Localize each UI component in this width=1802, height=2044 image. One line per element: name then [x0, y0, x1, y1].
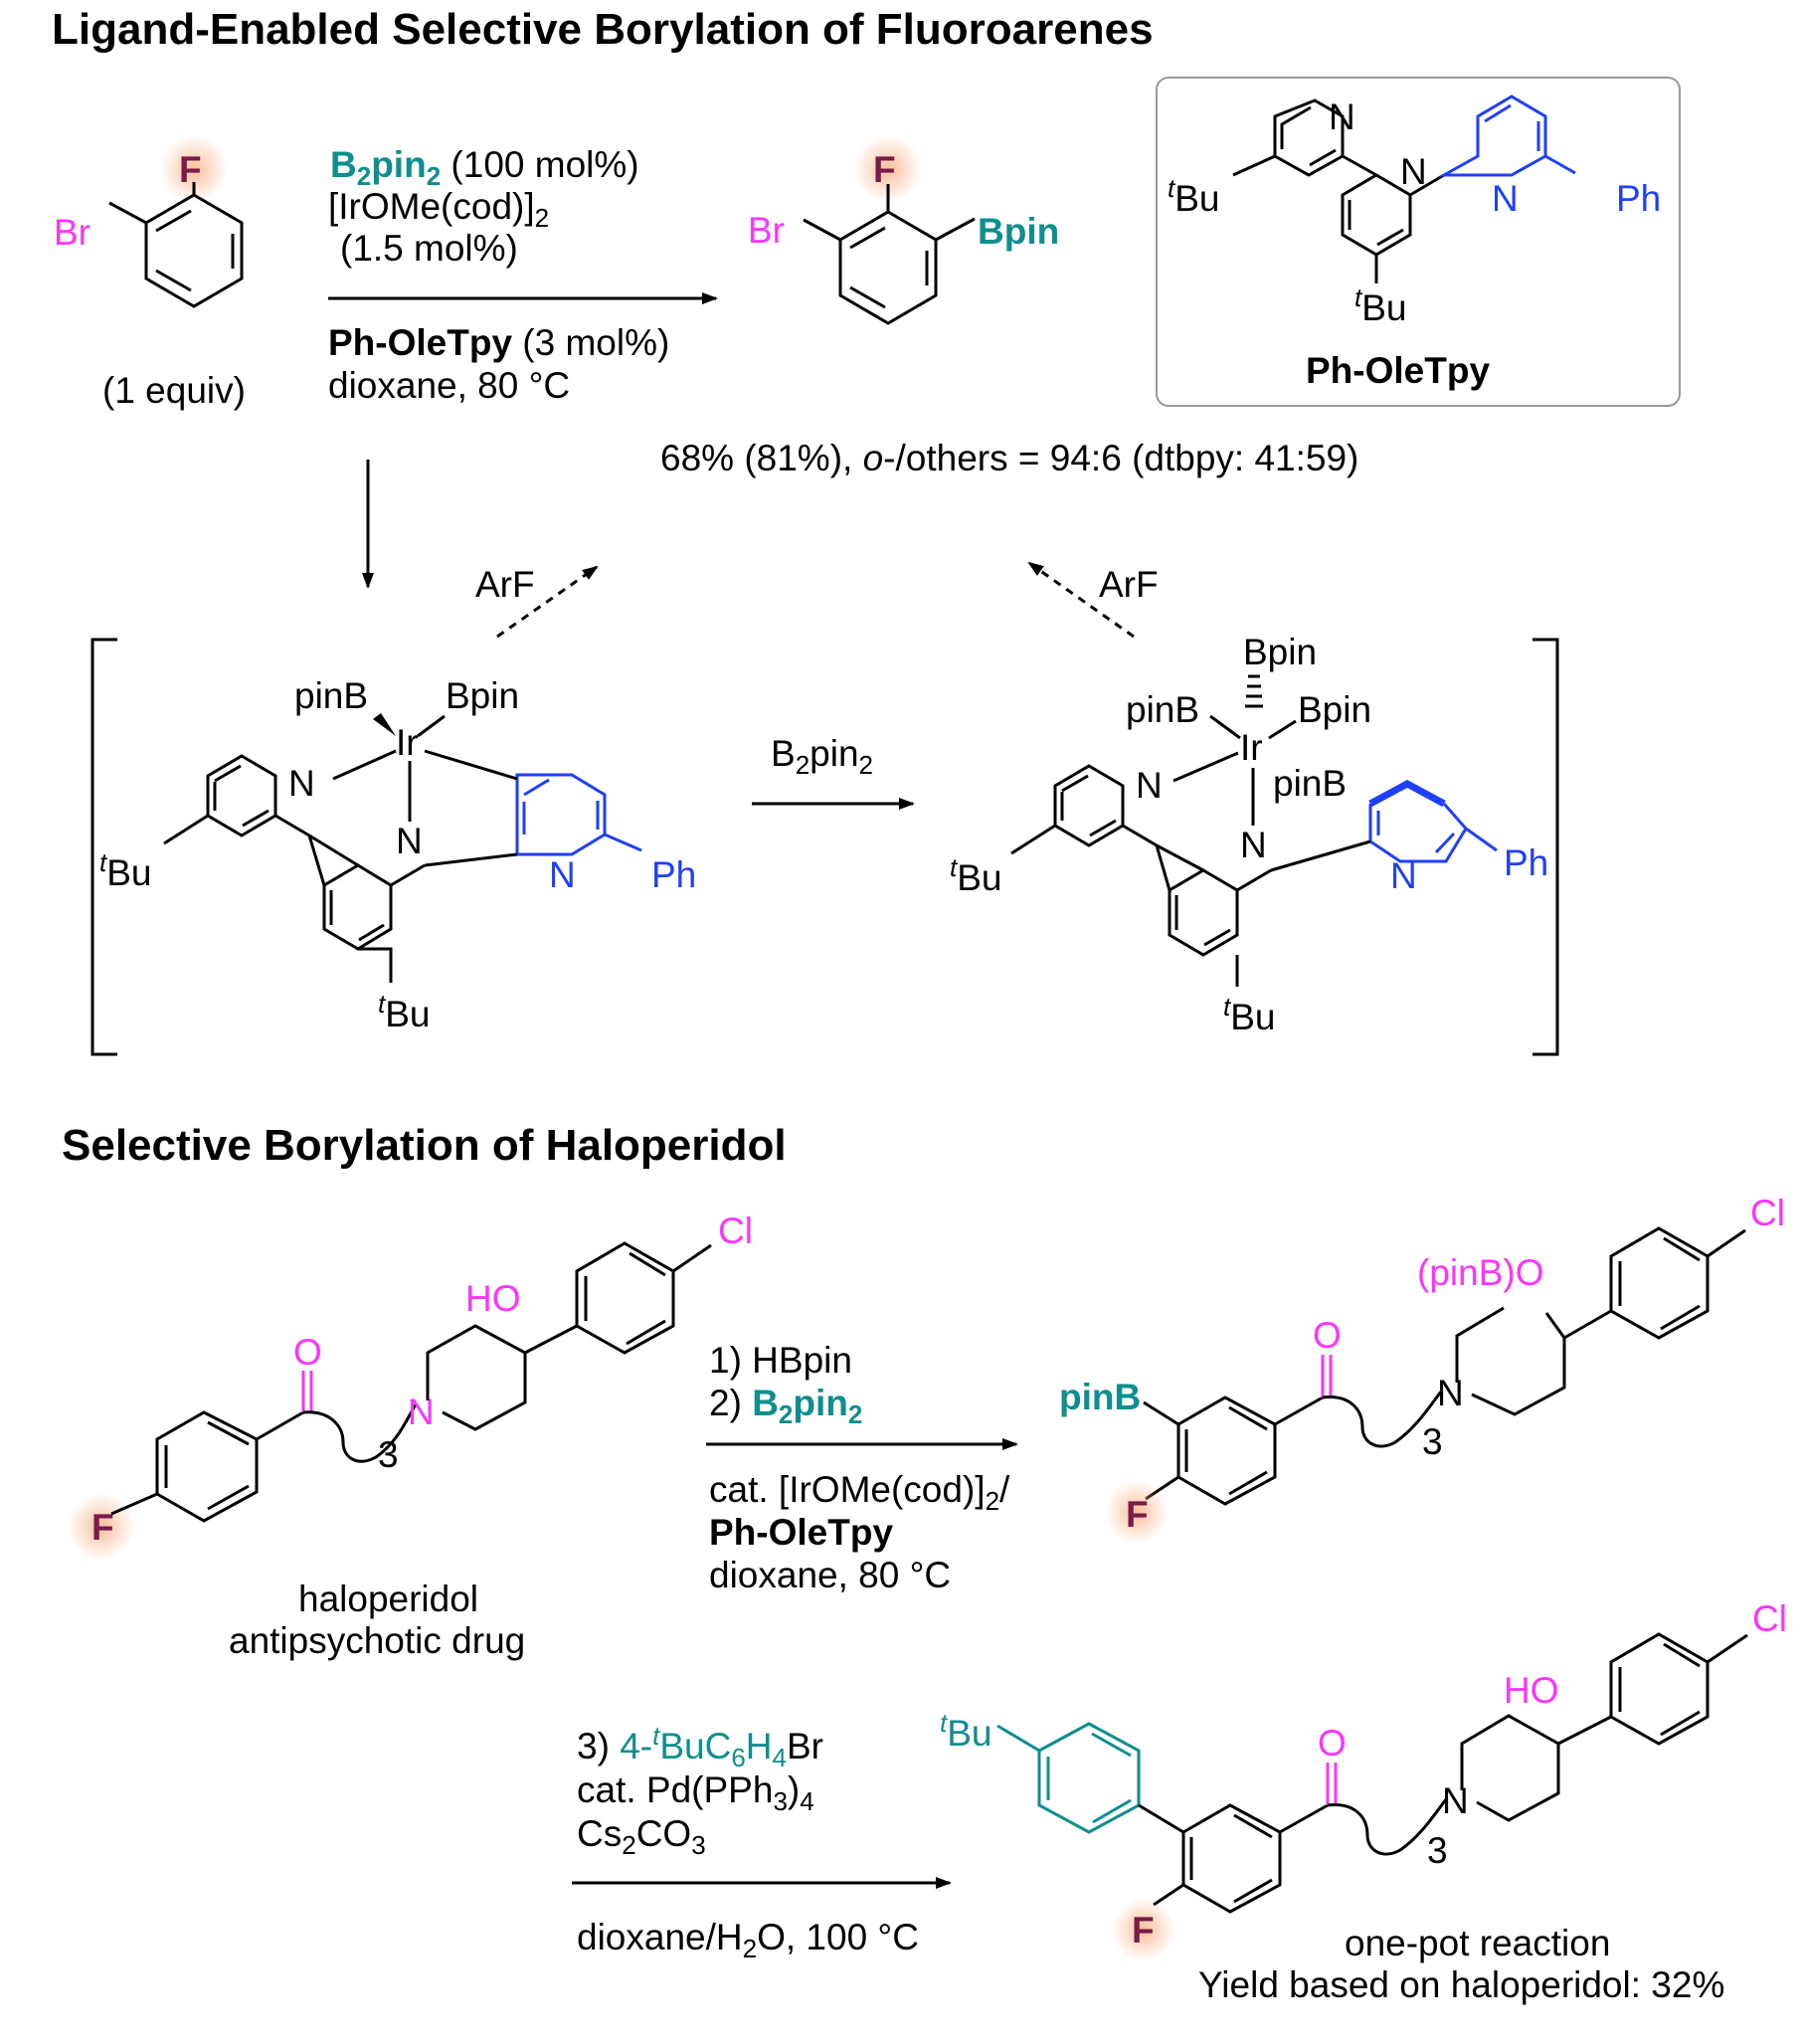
section-title-fluoroarenes: Ligand-Enabled Selective Borylation of F…	[52, 5, 1154, 54]
yield-line: 68% (81%), o-/others = 94:6 (dtbpy: 41:5…	[660, 438, 1358, 478]
bracket-left	[90, 638, 117, 1056]
atom-Ir: Ir	[1240, 727, 1263, 768]
atom-pinB: pinB	[294, 675, 368, 716]
bracket-right	[1532, 638, 1559, 1056]
svg-text:tBu: tBu	[940, 1708, 992, 1754]
byproduct-arf-right: ArF	[1099, 564, 1159, 605]
haloperidol-name: haloperidol	[298, 1579, 478, 1619]
solvent-label: dioxane, 80 °C	[328, 365, 570, 406]
atom-Br: Br	[54, 212, 90, 253]
atom-pinB: pinB	[1126, 689, 1199, 730]
svg-text:tBu: tBu	[1223, 992, 1276, 1037]
borylated-haloperidol: pinB F O 3 N (pinB)O Cl	[1059, 1193, 1785, 1544]
svg-text:tBu: tBu	[1168, 173, 1220, 219]
atom-F: F	[1126, 1494, 1149, 1535]
atom-O: O	[1318, 1723, 1347, 1764]
atom-Cl: Cl	[718, 1210, 753, 1251]
atom-Br: Br	[748, 210, 785, 251]
conditions-reaction1: B2pin2 (100 mol%) [IrOMe(cod)]2 (1.5 mol…	[328, 144, 718, 406]
atom-N: N	[408, 1392, 435, 1432]
atom-pinBO: (pinB)O	[1417, 1252, 1543, 1293]
svg-text:B2pin2 (100 mol%): B2pin2 (100 mol%)	[330, 144, 639, 191]
svg-text:dioxane/H2O, 100 °C: dioxane/H2O, 100 °C	[577, 1917, 919, 1963]
reactant-equiv: (1 equiv)	[102, 370, 246, 411]
atom-Ir: Ir	[396, 722, 419, 763]
atom-Bpin: Bpin	[978, 211, 1059, 252]
svg-text:tBu: tBu	[378, 989, 431, 1034]
ligand-label: Ph-OleTpy	[328, 322, 512, 363]
iridium-intermediate-a: Ir pinB Bpin N tBu N tBu N Ph	[99, 675, 696, 1034]
atom-HO: HO	[465, 1278, 521, 1319]
catalyst-amount: (1.5 mol%)	[340, 228, 518, 269]
atom-N: N	[1492, 178, 1519, 219]
arrow-dashed-right	[1027, 561, 1135, 639]
atom-N: N	[288, 763, 315, 804]
conditions-reaction3: 3) 4-tBuC6H4Br cat. Pd(PPh3)4 Cs2CO3 dio…	[572, 1721, 952, 1963]
atom-F: F	[179, 149, 202, 190]
note-yield: Yield based on haloperidol: 32%	[1198, 1964, 1724, 2005]
ligand-box: N N N Ph tBu tBu Ph-OleTpy	[1156, 77, 1681, 407]
atom-N: N	[1400, 151, 1427, 192]
middle-b2pin2: B	[771, 733, 796, 774]
atom-N: N	[1136, 765, 1163, 806]
atom-O: O	[1313, 1315, 1342, 1356]
arylated-haloperidol: tBu F O 3 N HO Cl one-pot reaction Yield…	[940, 1598, 1787, 2005]
svg-text:B2pin2: B2pin2	[771, 733, 873, 780]
haloperidol-structure: F O 3 N HO Cl haloperidol antipsychotic …	[68, 1210, 753, 1661]
atom-HO: HO	[1504, 1670, 1559, 1711]
note-one-pot: one-pot reaction	[1345, 1923, 1610, 1963]
haloperidol-desc: antipsychotic drug	[229, 1620, 525, 1661]
atom-Bpin: Bpin	[1243, 632, 1317, 672]
section-title-haloperidol: Selective Borylation of Haloperidol	[62, 1121, 787, 1170]
byproduct-arf-left: ArF	[475, 564, 535, 605]
atom-N: N	[396, 821, 423, 861]
atom-F: F	[91, 1507, 114, 1548]
atom-Ph: Ph	[1504, 842, 1548, 883]
atom-N: N	[1437, 1373, 1464, 1413]
subscript-3: 3	[1427, 1830, 1448, 1871]
ligand-box-label: Ph-OleTpy	[1306, 350, 1490, 391]
svg-text:2) B2pin2: 2) B2pin2	[709, 1383, 862, 1429]
svg-text:3) 4-tBuC6H4Br: 3) 4-tBuC6H4Br	[577, 1721, 823, 1772]
atom-N: N	[1329, 96, 1355, 137]
atom-N: N	[1240, 825, 1267, 865]
iridium-intermediate-b: Bpin pinB Bpin Ir pinB N tBu N tBu N Ph	[950, 632, 1548, 1037]
svg-text:tBu: tBu	[950, 852, 1002, 898]
svg-text:[IrOMe(cod)]2: [IrOMe(cod)]2	[328, 186, 549, 233]
atom-Cl: Cl	[1752, 1598, 1787, 1639]
atom-N: N	[1390, 855, 1417, 896]
arrow-dashed-left	[496, 565, 599, 639]
atom-N: N	[1442, 1780, 1469, 1821]
svg-text:tBu: tBu	[99, 847, 152, 893]
atom-F: F	[1132, 1910, 1155, 1951]
catalyst-label: [IrOMe(cod)]	[328, 186, 535, 227]
atom-Bpin: Bpin	[1298, 689, 1371, 730]
atom-Bpin: Bpin	[446, 675, 519, 716]
product-borylated-fluoroarene: F Br Bpin	[748, 135, 1059, 325]
atom-F: F	[873, 149, 896, 190]
atom-Cl: Cl	[1750, 1193, 1785, 1233]
atom-O: O	[293, 1332, 322, 1373]
ligand-label-2: Ph-OleTpy	[709, 1512, 893, 1553]
solvent-label-2: dioxane, 80 °C	[709, 1555, 951, 1595]
atom-pinB: pinB	[1059, 1377, 1141, 1417]
svg-text:Cs2CO3: Cs2CO3	[577, 1813, 706, 1860]
step1-label: 1) HBpin	[709, 1340, 852, 1381]
reactant-bromofluorobenzene: F Br (1 equiv)	[54, 135, 246, 411]
atom-Ph: Ph	[651, 854, 696, 895]
subscript-3: 3	[378, 1434, 399, 1475]
svg-text:Ph-OleTpy (3 mol%): Ph-OleTpy (3 mol%)	[328, 322, 669, 363]
svg-text:cat. Pd(PPh3)4: cat. Pd(PPh3)4	[577, 1769, 814, 1816]
conditions-reaction2: 1) HBpin 2) B2pin2 cat. [IrOMe(cod)]2/ P…	[706, 1340, 1018, 1595]
atom-pinB: pinB	[1273, 763, 1347, 804]
atom-Ph: Ph	[1616, 178, 1661, 219]
svg-text:cat. [IrOMe(cod)]2/: cat. [IrOMe(cod)]2/	[709, 1469, 1010, 1516]
atom-N: N	[549, 854, 576, 895]
b2pin2-label: B	[330, 144, 357, 185]
subscript-3: 3	[1422, 1421, 1443, 1462]
svg-text:tBu: tBu	[1354, 282, 1407, 328]
